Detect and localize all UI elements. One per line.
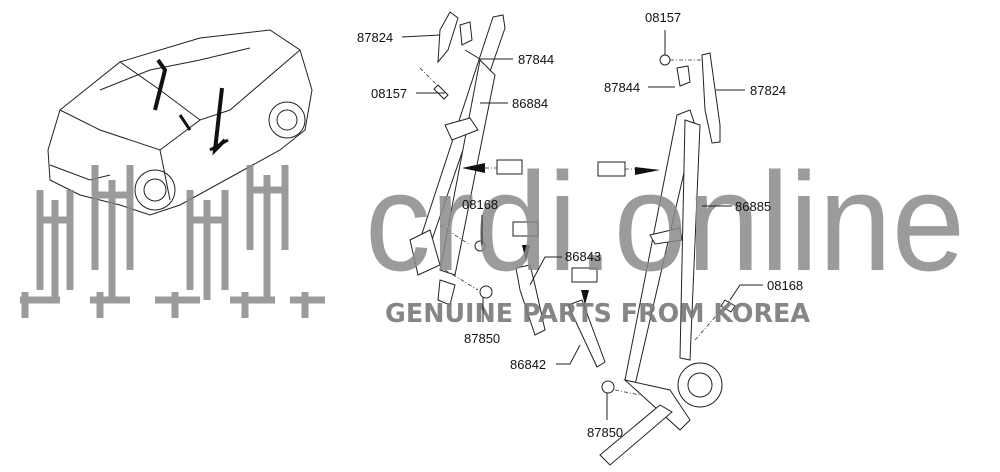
label-87850-left[interactable]: 87850 (464, 331, 500, 346)
label-08168-left[interactable]: 08168 (462, 197, 498, 212)
label-86884[interactable]: 86884 (512, 96, 548, 111)
part-labels: 87824 87844 08157 86884 08168 86843 8785… (357, 10, 803, 440)
label-86843[interactable]: 86843 (565, 249, 601, 264)
label-87844-left[interactable]: 87844 (518, 52, 554, 67)
label-86842[interactable]: 86842 (510, 357, 546, 372)
label-87824-right[interactable]: 87824 (750, 83, 786, 98)
front-left-belt-assembly (409, 11, 606, 368)
front-right-belt-assembly (597, 52, 736, 466)
watermark-logo (20, 165, 325, 318)
leader-lines (401, 30, 763, 420)
label-87850-right[interactable]: 87850 (587, 425, 623, 440)
vehicle-illustration (47, 29, 313, 216)
label-08157-left[interactable]: 08157 (371, 86, 407, 101)
label-87824-left[interactable]: 87824 (357, 30, 393, 45)
label-08168-right[interactable]: 08168 (767, 278, 803, 293)
label-87844-right[interactable]: 87844 (604, 80, 640, 95)
watermark-tagline: GENUINE PARTS FROM KOREA (385, 299, 810, 329)
label-86885[interactable]: 86885 (735, 199, 771, 214)
watermark-brand: crdi.online (365, 143, 965, 300)
label-08157-right[interactable]: 08157 (645, 10, 681, 25)
